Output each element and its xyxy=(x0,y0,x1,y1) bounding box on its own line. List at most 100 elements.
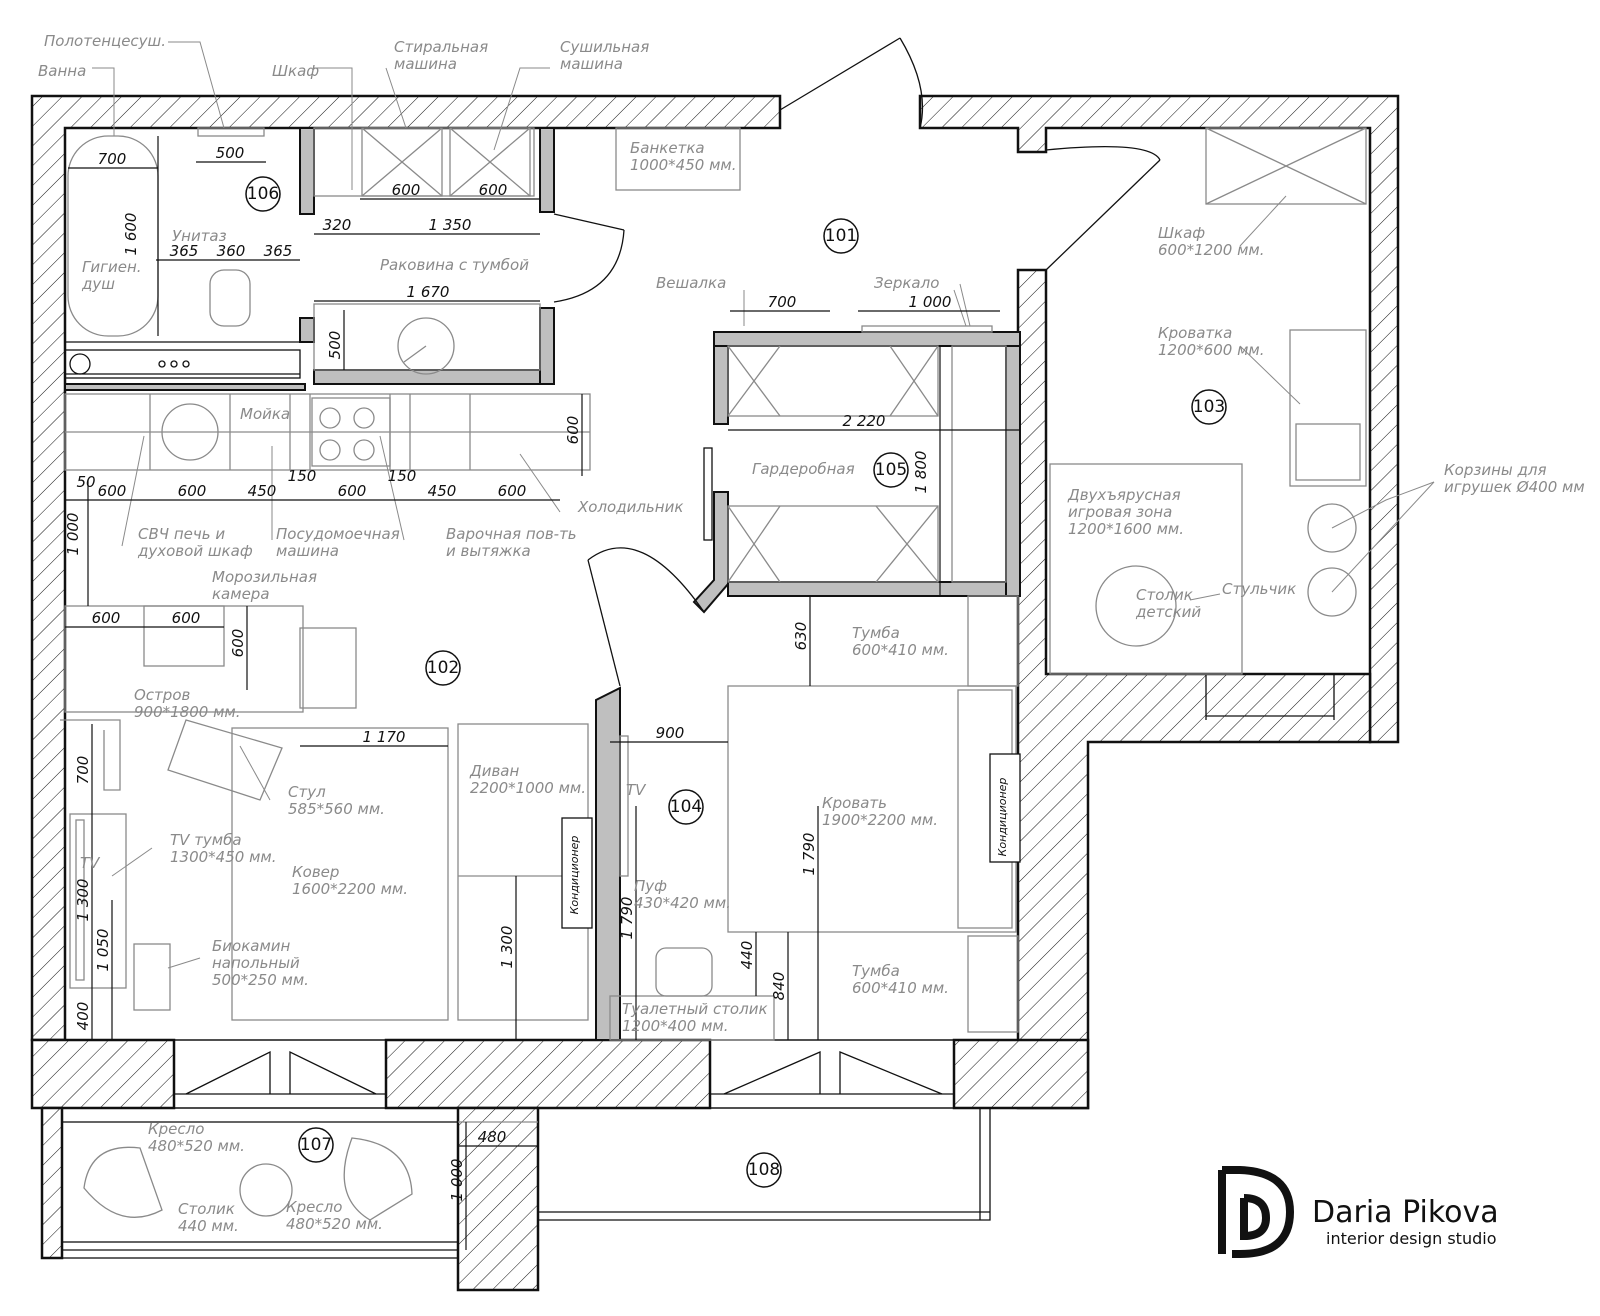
label-nightstand-bottom-line: Тумба xyxy=(852,962,900,980)
dim-k600-b: 600 xyxy=(178,482,207,500)
label-microwave-oven-line: СВЧ печь и xyxy=(138,525,225,543)
dimension-lines xyxy=(65,136,1020,1250)
dim-1170: 1 170 xyxy=(363,728,406,746)
dim-630: 630 xyxy=(792,622,810,651)
label-dressing-room-line: Гардеробная xyxy=(752,460,855,478)
room-tag-circle xyxy=(298,1127,334,1163)
label-bathtub: Ванна xyxy=(38,62,86,80)
room-number: 104 xyxy=(670,797,702,817)
label-coffee-table-line: Столик xyxy=(178,1200,235,1218)
label-wardrobe-bath-line: Шкаф xyxy=(272,62,319,80)
label-biofireplace-line: напольный xyxy=(212,954,300,972)
label-toy-baskets-line: Корзины для xyxy=(1444,461,1546,479)
room-tag-107: 107 xyxy=(298,1127,334,1163)
dim-k600-d: 600 xyxy=(498,482,527,500)
label-kitchen-sink-line: Мойка xyxy=(240,405,290,423)
dim-1790-a: 1 790 xyxy=(618,897,636,940)
label-washing-machine-line: машина xyxy=(394,55,457,73)
label-chair-line: Стул xyxy=(288,783,326,801)
bedroom-furniture xyxy=(727,595,1021,1033)
label-island-line: 900*1800 мм. xyxy=(134,703,240,721)
label-dressing-room: Гардеробная xyxy=(752,460,855,478)
label-bunk-play-zone-line: Двухъярусная xyxy=(1067,486,1181,504)
label-bed-line: 1900*2200 мм. xyxy=(822,811,938,829)
label-crib-line: 1200*600 мм. xyxy=(1158,341,1264,359)
label-armchair-left-line: 480*520 мм. xyxy=(148,1137,245,1155)
label-hanger-line: Вешалка xyxy=(656,274,726,292)
label-towel-dryer: Полотенцесуш. xyxy=(44,32,166,50)
label-bench-line: Банкетка xyxy=(630,139,705,157)
label-kids-table-line: детский xyxy=(1135,603,1201,621)
doors xyxy=(553,37,1161,687)
dim-mirror-1000: 1 000 xyxy=(909,293,952,311)
room-tag-circle xyxy=(1191,389,1227,425)
dim-balcony-480: 480 xyxy=(478,1128,507,1146)
label-carpet-line: Ковер xyxy=(292,863,339,881)
dim-360: 360 xyxy=(217,242,246,260)
dim-sink-500: 500 xyxy=(326,331,344,360)
label-ac-bedroom: Кондиционер xyxy=(996,778,1009,857)
room-tag-106: 106 xyxy=(245,176,281,212)
dim-840: 840 xyxy=(770,972,788,1001)
interior-walls xyxy=(64,127,1021,1041)
label-toilet-line: Унитаз xyxy=(172,227,227,245)
dim-1000: 1 000 xyxy=(64,513,82,556)
label-vanity-line: 1200*400 мм. xyxy=(622,1017,728,1035)
label-fridge: Холодильник xyxy=(577,498,683,516)
label-sofa-line: 2200*1000 мм. xyxy=(470,779,586,797)
dim-150-b: 150 xyxy=(388,467,417,485)
label-crib-line: Кроватка xyxy=(1158,324,1232,342)
room-tag-105: 105 xyxy=(873,452,909,488)
label-kids-chair: Стульчик xyxy=(1222,580,1296,598)
room-number: 101 xyxy=(825,226,857,246)
dim-1800: 1 800 xyxy=(912,451,930,494)
dim-150-a: 150 xyxy=(288,467,317,485)
label-washing-machine-line: Стиральная xyxy=(394,38,488,56)
label-dryer-line: Сушильная xyxy=(560,38,649,56)
dim-balcony-1000: 1 000 xyxy=(448,1159,466,1202)
label-bench-line: 1000*450 мм. xyxy=(630,156,736,174)
dim-bath-700: 700 xyxy=(98,150,127,168)
dim-k450-a: 450 xyxy=(248,482,277,500)
room-number: 108 xyxy=(748,1160,780,1180)
label-tv-102-line: TV xyxy=(80,854,101,872)
label-nightstand-top-line: 600*410 мм. xyxy=(852,641,949,659)
room-tag-circle xyxy=(823,218,859,254)
label-wardrobe-103-line: Шкаф xyxy=(1158,224,1205,242)
label-sink-cabinet-line: Раковина с тумбой xyxy=(380,256,529,274)
label-tv-104-line: TV xyxy=(626,781,647,799)
dim-1670: 1 670 xyxy=(407,283,450,301)
dim-1300-b: 1 300 xyxy=(498,926,516,969)
living-furniture xyxy=(231,723,775,1041)
room-tag-circle xyxy=(746,1152,782,1188)
label-toy-baskets-line: игрушек Ø400 мм xyxy=(1444,478,1585,496)
label-freezer-line: камера xyxy=(212,585,270,603)
kids-room-furniture xyxy=(1049,127,1367,675)
label-fridge-line: Холодильник xyxy=(577,498,683,516)
label-dishwasher-line: машина xyxy=(276,542,339,560)
dim-bath-500: 500 xyxy=(216,144,245,162)
dim-1050: 1 050 xyxy=(94,929,112,972)
label-kids-table-line: Столик xyxy=(1136,586,1193,604)
logo-brand: Daria Pikova xyxy=(1312,1195,1499,1230)
label-tv-cabinet-line: 1300*450 мм. xyxy=(170,848,276,866)
label-freezer-line: Морозильная xyxy=(212,568,317,586)
room-number: 106 xyxy=(247,184,279,204)
label-hanger: Вешалка xyxy=(656,274,726,292)
